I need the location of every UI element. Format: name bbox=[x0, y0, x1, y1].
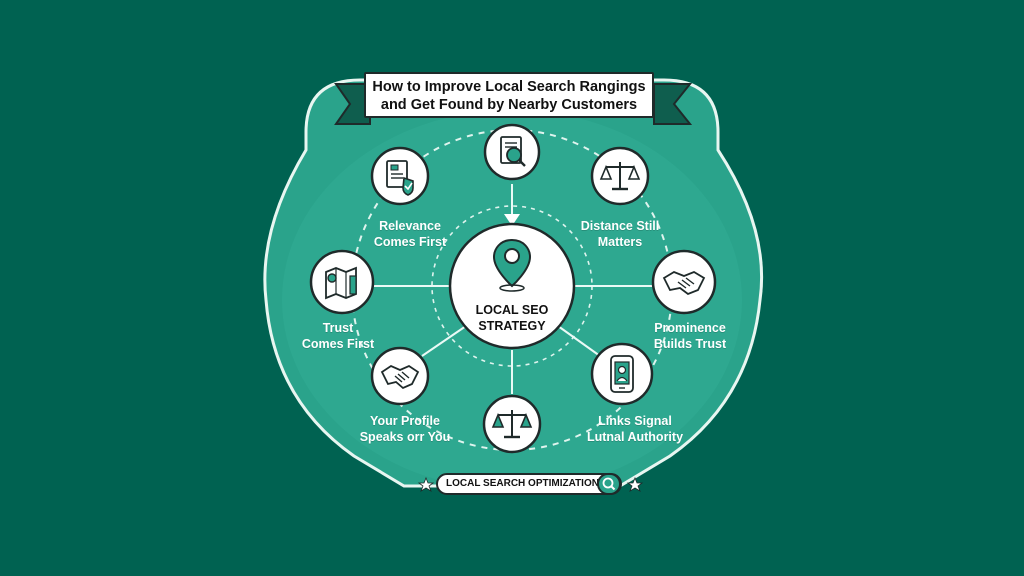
label-profile: Your Profile Speaks orr You bbox=[340, 413, 470, 445]
balance-scale-icon bbox=[599, 162, 641, 191]
label-prominence: Prominence Builds Trust bbox=[625, 320, 755, 352]
label-relevance: Relevance Comes First bbox=[345, 218, 475, 250]
label-distance: Distance Still Matters bbox=[555, 218, 685, 250]
spoke-lower-right bbox=[557, 325, 601, 357]
center-line-2: STRATEGY bbox=[478, 319, 546, 333]
label-trust: Trust Comes First bbox=[273, 320, 403, 352]
document-check-icon bbox=[386, 160, 414, 196]
center-label: LOCAL SEO STRATEGY bbox=[462, 302, 562, 334]
node-profile bbox=[370, 346, 430, 406]
label-links-line-1: Links Signal bbox=[598, 414, 672, 428]
title-line-2: and Get Found by Nearby Customers bbox=[380, 97, 638, 113]
title-banner: How to Improve Local Search Rangings and… bbox=[364, 72, 654, 118]
handshake-icon bbox=[662, 270, 706, 296]
label-trust-line-2: Comes First bbox=[301, 337, 375, 351]
center-line-1: LOCAL SEO bbox=[475, 303, 549, 317]
footer-pill: LOCAL SEARCH OPTIMIZATION bbox=[436, 473, 622, 495]
node-trust bbox=[309, 249, 375, 315]
label-distance-line-1: Distance Still bbox=[580, 219, 660, 233]
star-right bbox=[626, 476, 644, 492]
label-prominence-line-2: Builds Trust bbox=[653, 337, 727, 351]
label-links-line-2: Lutnal Authority bbox=[586, 430, 684, 444]
phone-profile-icon bbox=[610, 355, 634, 393]
label-distance-line-2: Matters bbox=[597, 235, 643, 249]
node-bottom bbox=[482, 394, 542, 454]
footer-label: LOCAL SEARCH OPTIMIZATION bbox=[446, 478, 599, 489]
footer-search-button bbox=[597, 473, 621, 495]
node-relevance bbox=[370, 146, 430, 206]
spoke-lower-left bbox=[421, 325, 467, 357]
balance-scale-icon bbox=[491, 410, 533, 439]
label-relevance-line-2: Comes First bbox=[373, 235, 447, 249]
label-relevance-line-1: Relevance bbox=[379, 219, 441, 233]
handshake-icon bbox=[380, 364, 420, 390]
label-links: Links Signal Lutnal Authority bbox=[570, 413, 700, 445]
label-profile-line-2: Speaks orr You bbox=[359, 430, 451, 444]
node-distance bbox=[590, 146, 650, 206]
map-pin-icon bbox=[492, 238, 532, 292]
map-ruler-icon bbox=[325, 266, 357, 300]
star-left bbox=[417, 476, 435, 492]
label-trust-line-1: Trust bbox=[322, 321, 354, 335]
node-top bbox=[483, 123, 541, 181]
ribbon-right bbox=[653, 83, 693, 125]
node-prominence bbox=[651, 249, 717, 315]
label-profile-line-1: Your Profile bbox=[370, 414, 440, 428]
label-prominence-line-1: Prominence bbox=[654, 321, 726, 335]
document-search-icon bbox=[500, 136, 526, 167]
title-line-1: How to Improve Local Search Rangings bbox=[372, 79, 646, 95]
arrow-down bbox=[504, 214, 520, 226]
search-icon bbox=[602, 477, 616, 491]
node-links bbox=[590, 342, 654, 406]
